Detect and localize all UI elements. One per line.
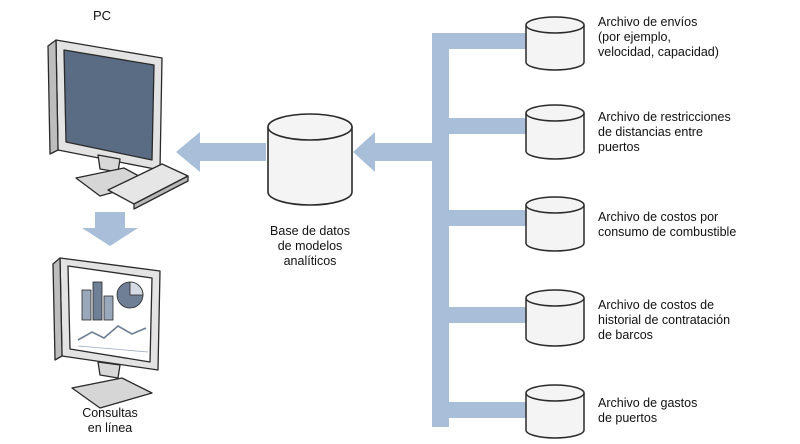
bus-branch-2 bbox=[432, 118, 527, 134]
file-label-port-distances-line-1: Archivo de restricciones bbox=[598, 110, 731, 124]
file-label-ship-charter-history-line-2: historial de contratación bbox=[598, 313, 731, 327]
file-label-shipments: Archivo de envíos (por ejemplo, velocida… bbox=[598, 15, 719, 60]
bus-branch-3 bbox=[432, 210, 527, 226]
database-label-line-3: analíticos bbox=[283, 254, 337, 268]
file-label-port-distances-line-2: de distancias entre bbox=[598, 125, 703, 139]
bus-branch-4 bbox=[432, 307, 527, 323]
arrow-bus-to-database bbox=[353, 132, 432, 172]
file-label-shipments-line-3: velocidad, capacidad) bbox=[598, 45, 719, 59]
arrow-pc-to-online-queries bbox=[82, 212, 138, 246]
file-label-fuel-costs-line-1: Archivo de costos por bbox=[598, 210, 719, 224]
file-cylinder-icon-3 bbox=[525, 196, 585, 252]
arrow-database-to-pc bbox=[176, 132, 266, 172]
online-queries-label-line-2: en línea bbox=[87, 421, 133, 435]
file-label-ship-charter-history: Archivo de costos de historial de contra… bbox=[598, 298, 730, 343]
pc-label: PC bbox=[93, 8, 112, 23]
database-cylinder-icon bbox=[267, 113, 353, 206]
database-label-line-1: Base de datos bbox=[270, 224, 350, 238]
file-label-port-expenses-line-2: de puertos bbox=[598, 411, 658, 425]
file-label-port-expenses: Archivo de gastos de puertos bbox=[598, 396, 697, 426]
file-label-shipments-line-1: Archivo de envíos bbox=[598, 15, 698, 29]
bus-branch-1 bbox=[432, 33, 527, 49]
file-label-port-distances-line-3: puertos bbox=[598, 140, 640, 154]
file-label-ship-charter-history-line-1: Archivo de costos de bbox=[598, 298, 715, 312]
file-cylinder-icon-1 bbox=[525, 16, 585, 71]
data-bus bbox=[432, 33, 527, 427]
file-label-port-expenses-line-1: Archivo de gastos bbox=[598, 396, 698, 410]
file-label-ship-charter-history-line-3: de barcos bbox=[598, 328, 653, 342]
file-cylinder-icon-4 bbox=[525, 289, 585, 347]
file-label-shipments-line-2: (por ejemplo, bbox=[598, 30, 671, 44]
online-queries-label: Consultas en línea bbox=[62, 406, 158, 436]
file-cylinder-icon-2 bbox=[525, 104, 585, 160]
database-label: Base de datos de modelos analíticos bbox=[258, 224, 362, 269]
bus-branch-5 bbox=[432, 402, 527, 418]
bus-vertical-bar bbox=[432, 33, 449, 427]
file-label-port-distances: Archivo de restricciones de distancias e… bbox=[598, 110, 731, 155]
file-cylinder-icon-5 bbox=[525, 384, 585, 439]
screen-chart-graphics bbox=[77, 281, 149, 353]
online-queries-label-line-1: Consultas bbox=[82, 406, 138, 420]
online-queries-monitor-icon bbox=[52, 257, 161, 409]
pc-monitor-icon bbox=[47, 39, 189, 210]
file-label-fuel-costs-line-2: consumo de combustible bbox=[598, 225, 737, 239]
database-label-line-2: de modelos bbox=[277, 239, 343, 253]
file-label-fuel-costs: Archivo de costos por consumo de combust… bbox=[598, 210, 736, 240]
